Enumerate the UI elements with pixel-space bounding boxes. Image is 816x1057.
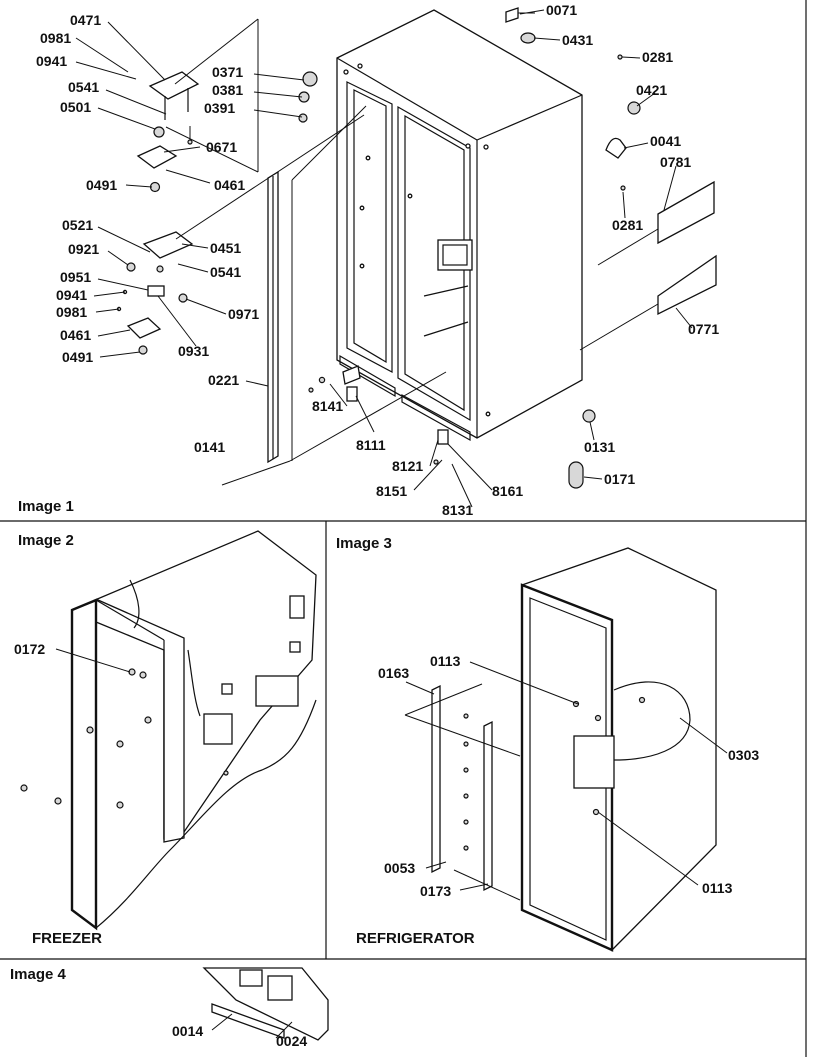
leader-lines bbox=[55, 9, 728, 1039]
part-label: 8111 bbox=[356, 437, 386, 453]
panel-label-2: Image 2 bbox=[18, 532, 74, 549]
part-label: 0461 bbox=[214, 177, 245, 193]
part-label: 0951 bbox=[60, 269, 91, 285]
part-label: 0431 bbox=[562, 32, 593, 48]
panel-label-4: Image 4 bbox=[10, 966, 67, 983]
part-label: 0163 bbox=[378, 665, 409, 681]
part-label: 0981 bbox=[40, 30, 71, 46]
part-label: 0381 bbox=[212, 82, 243, 98]
part-label: 0461 bbox=[60, 327, 91, 343]
part-label: 0491 bbox=[86, 177, 117, 193]
part-label: 0771 bbox=[688, 321, 719, 337]
part-label: 0172 bbox=[14, 641, 45, 657]
part-label: 0971 bbox=[228, 306, 259, 322]
image4-drawing bbox=[202, 967, 329, 1041]
side-panels bbox=[579, 180, 717, 351]
part-label: 0131 bbox=[584, 439, 615, 455]
part-label: 0501 bbox=[60, 99, 91, 115]
part-label: 0521 bbox=[62, 217, 93, 233]
part-label: 0113 bbox=[702, 880, 733, 896]
upper-hinge bbox=[136, 18, 259, 193]
part-label: 0941 bbox=[36, 53, 67, 69]
image3-drawing bbox=[404, 547, 717, 952]
part-label: 0141 bbox=[194, 439, 225, 455]
part-label: 0471 bbox=[70, 12, 101, 28]
part-label: 0541 bbox=[210, 264, 241, 280]
lower-hinge bbox=[116, 114, 365, 355]
part-label: 0303 bbox=[728, 747, 759, 763]
part-label: 0053 bbox=[384, 860, 415, 876]
part-label: 0391 bbox=[204, 100, 235, 116]
part-label: 0014 bbox=[172, 1023, 203, 1039]
cabinet bbox=[336, 9, 583, 442]
bottom-hardware bbox=[221, 105, 447, 486]
labels-image1: 0471 0981 0941 0541 0501 0371 0381 0391 … bbox=[36, 2, 719, 518]
part-label: 0931 bbox=[178, 343, 209, 359]
part-label: 8141 bbox=[312, 398, 343, 414]
part-label: 0941 bbox=[56, 287, 87, 303]
part-label: 0281 bbox=[612, 217, 643, 233]
part-label: 0451 bbox=[210, 240, 241, 256]
caption-freezer: FREEZER bbox=[32, 930, 102, 947]
part-label: 8131 bbox=[442, 502, 473, 518]
part-label: 0281 bbox=[642, 49, 673, 65]
part-label: 0071 bbox=[546, 2, 577, 18]
door-panel bbox=[267, 170, 279, 464]
part-label: 0113 bbox=[430, 653, 461, 669]
panel-labels: Image 1 Image 2 Image 3 Image 4 FREEZER … bbox=[10, 498, 475, 983]
part-label: 0491 bbox=[62, 349, 93, 365]
part-label: 0221 bbox=[208, 372, 239, 388]
image2-drawing bbox=[20, 530, 317, 931]
image1-drawing bbox=[116, 7, 717, 489]
part-label: 0041 bbox=[650, 133, 681, 149]
part-label: 8121 bbox=[392, 458, 423, 474]
part-label: 8151 bbox=[376, 483, 407, 499]
part-label: 8161 bbox=[492, 483, 523, 499]
panel-label-1: Image 1 bbox=[18, 498, 74, 515]
part-label: 0921 bbox=[68, 241, 99, 257]
part-label: 0371 bbox=[212, 64, 243, 80]
labels-image4: 0014 0024 bbox=[172, 1023, 307, 1049]
part-label: 0981 bbox=[56, 304, 87, 320]
part-label: 0541 bbox=[68, 79, 99, 95]
labels-image2: 0172 bbox=[14, 641, 45, 657]
panel-label-3: Image 3 bbox=[336, 535, 392, 552]
part-label: 0173 bbox=[420, 883, 451, 899]
caption-refrigerator: REFRIGERATOR bbox=[356, 930, 475, 947]
right-small-parts bbox=[298, 7, 641, 489]
part-label: 0671 bbox=[206, 139, 237, 155]
part-label: 0781 bbox=[660, 154, 691, 170]
labels-image3: 0113 0163 0303 0053 0173 0113 bbox=[378, 653, 759, 899]
part-label: 0421 bbox=[636, 82, 667, 98]
part-label: 0024 bbox=[276, 1033, 307, 1049]
part-label: 0171 bbox=[604, 471, 635, 487]
